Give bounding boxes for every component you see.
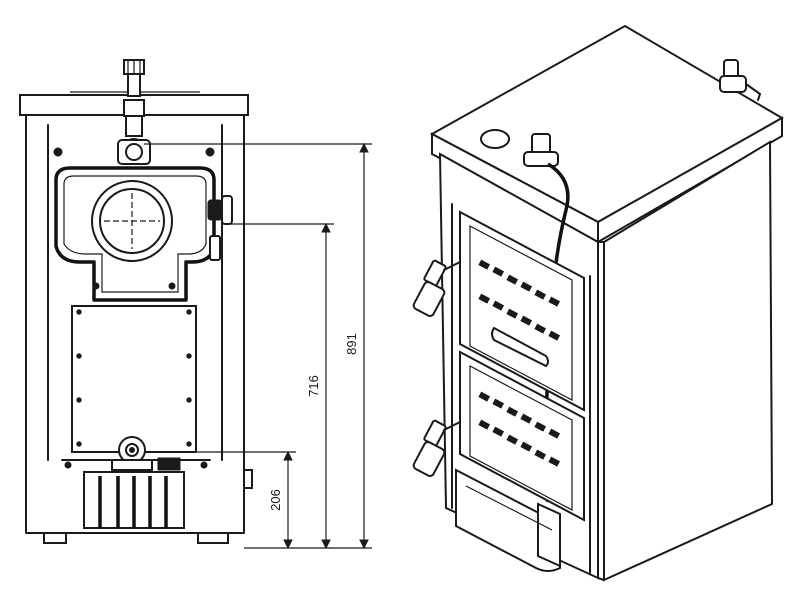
iso-lower-door-plate (459, 350, 585, 522)
dimension-lines: 891 716 206 (144, 142, 372, 550)
iso-top-rim-right (597, 116, 783, 244)
front-view: 891 716 206 (19, 59, 372, 550)
flow-connection (117, 59, 151, 165)
bracket-right (205, 147, 215, 157)
iso-top-port (480, 129, 510, 149)
iso-inspection-slot (491, 326, 549, 368)
iso-ash-door (455, 468, 561, 572)
dim-label-206: 206 (268, 489, 283, 511)
dim-label-716: 716 (306, 375, 321, 397)
return-connection (111, 436, 181, 471)
upper-door (54, 166, 233, 302)
upper-door-handle (207, 199, 223, 221)
dim-label-891: 891 (344, 333, 359, 355)
front-foot-left (43, 532, 67, 544)
iso-ash-door-plate (455, 468, 561, 572)
isometric-view (412, 24, 785, 582)
iso-lower-door (412, 350, 585, 522)
ash-pan (61, 459, 253, 529)
lower-panel-plate (71, 305, 197, 453)
bracket-left (53, 147, 63, 157)
lower-panel (71, 305, 197, 453)
iso-right-side (603, 140, 774, 582)
front-body-outline (25, 114, 245, 534)
front-foot-right (197, 532, 229, 544)
iso-upper-door-plate (459, 210, 585, 412)
iso-upper-door (412, 210, 585, 412)
